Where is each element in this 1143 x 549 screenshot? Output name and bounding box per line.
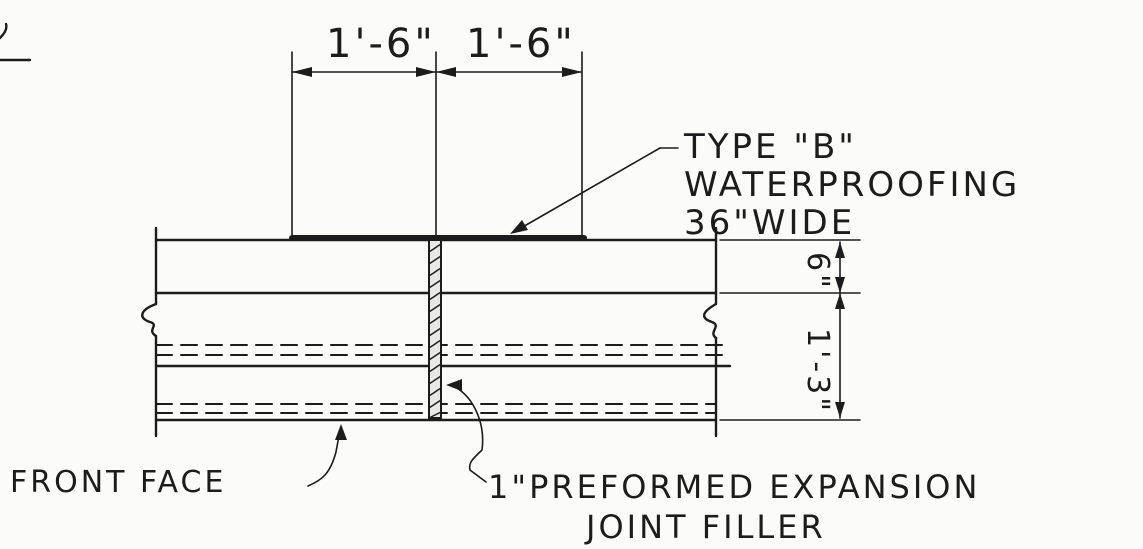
lower-depth-dimension-label: 1'-3" [800,328,835,414]
right-dimension [719,239,861,421]
waterproofing-callout-line1: TYPE "B" [683,127,857,167]
waterproofing-callout-line2: WATERPROOFING [684,165,1020,205]
title-fragment [0,22,32,62]
front-face-callout: FRONT FACE [10,465,226,500]
front-face-leader [307,424,347,487]
right-span-dimension-label: 1'-6" [466,21,576,67]
joint-filler-callout-line2: JOINT FILLER [584,508,826,546]
waterproofing-leader [510,147,679,234]
top-dimension [291,51,583,238]
expansion-joint-filler [428,239,442,419]
top-depth-dimension-label: 6" [800,252,835,291]
joint-filler-leader [446,379,487,483]
left-span-dimension-label: 1'-6" [326,21,436,67]
joint-filler-callout-line1: 1"PREFORMED EXPANSION [488,468,980,506]
waterproofing-callout-line3: 36"WIDE [684,203,855,243]
